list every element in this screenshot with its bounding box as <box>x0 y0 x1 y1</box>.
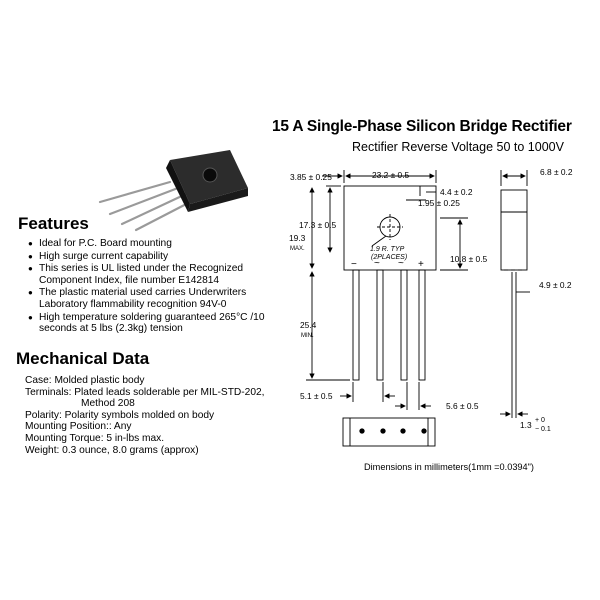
lead-3 <box>400 269 408 381</box>
dim-19-3: 19.3 <box>289 233 306 243</box>
dimensions-note: Dimensions in millimeters(1mm =0.0394") <box>364 462 534 472</box>
dim-6-8: 6.8 ± 0.2 <box>540 167 573 177</box>
lead-1 <box>352 269 360 381</box>
mech-terminals-method: Method 208 <box>81 398 135 410</box>
dim-19-3-max: MAX. <box>290 246 305 252</box>
features-list: ●Ideal for P.C. Board mounting ●High sur… <box>28 238 278 336</box>
dim-1-3-plus: + 0 <box>535 417 545 424</box>
page-subtitle: Rectifier Reverse Voltage 50 to 1000V <box>352 140 564 154</box>
polarity-minus: − <box>351 259 357 270</box>
dim-5-6: 5.6 ± 0.5 <box>446 401 479 411</box>
dim-1-3-minus: − 0.1 <box>535 426 551 433</box>
dim-1-3: 1.3 <box>520 420 532 430</box>
list-item: ●This series is UL listed under the Reco… <box>28 263 244 286</box>
dim-1-95: 1.95 ± 0.25 <box>418 198 460 208</box>
dim-25-4: 25.4 <box>300 320 317 330</box>
lead-4 <box>418 269 426 381</box>
list-item: ●Ideal for P.C. Board mounting <box>28 238 172 249</box>
dim-25-4-min: MIN. <box>301 333 314 339</box>
dim-5-1: 5.1 ± 0.5 <box>300 391 333 401</box>
polarity-ac-1: ~ <box>374 258 380 269</box>
list-item: ●The plastic material used carries Under… <box>28 287 247 310</box>
mechanical-list: Case: Molded plastic body Terminals: Pla… <box>25 375 295 456</box>
polarity-ac-2: ~ <box>398 258 404 269</box>
mech-case: Case: Molded plastic body <box>25 375 145 386</box>
dim-17-3: 17.3 ± 0.5 <box>299 220 337 230</box>
dim-23-2: 23.2 ± 0.5 <box>372 170 410 180</box>
dim-1-9-radius: 1.9 R. TYP <box>370 246 405 253</box>
product-photo <box>98 150 248 232</box>
mech-terminals: Terminals: Plated leads solderable per M… <box>25 386 265 398</box>
mechanical-heading: Mechanical Data <box>16 349 150 368</box>
dim-3-85: 3.85 ± 0.25 <box>290 172 332 182</box>
dim-4-4: 4.4 ± 0.2 <box>440 187 473 197</box>
features-heading: Features <box>18 214 89 233</box>
dim-two-places: (2PLACES) <box>371 254 407 261</box>
list-item: ●High temperature soldering guaranteed 2… <box>28 311 265 335</box>
body-front-outline <box>343 185 437 271</box>
mech-weight: Weight: 0.3 ounce, 8.0 grams (approx) <box>25 444 199 456</box>
body-side-view <box>500 189 528 271</box>
dim-4-9: 4.9 ± 0.2 <box>539 280 572 290</box>
mech-polarity: Polarity: Polarity symbols molded on bod… <box>25 409 215 421</box>
list-item: ●High surge current capability <box>28 250 169 262</box>
mech-torque: Mounting Torque: 5 in-lbs max. <box>25 432 165 444</box>
dim-10-8: 10.8 ± 0.5 <box>450 254 488 264</box>
page-title: 15 A Single-Phase Silicon Bridge Rectifi… <box>272 118 572 135</box>
mech-position: Mounting Position:: Any <box>25 421 132 433</box>
polarity-plus: + <box>418 259 424 270</box>
lead-2 <box>376 269 384 381</box>
body-bottom-view <box>342 417 436 447</box>
